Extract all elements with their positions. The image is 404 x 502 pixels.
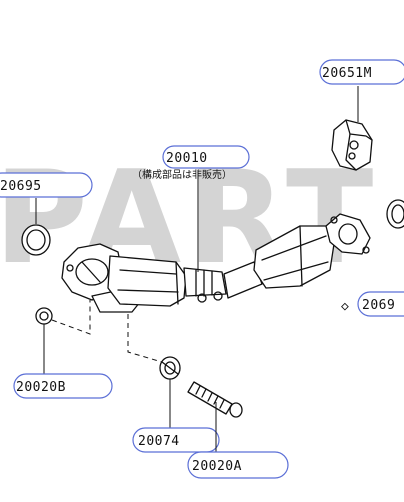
svg-text:20074: 20074 [138, 434, 180, 449]
callout-20074[interactable]: 20074 [132, 427, 220, 453]
spring-washer-part [159, 356, 181, 380]
svg-text:20020B: 20020B [16, 380, 66, 395]
callout-20020b[interactable]: 20020B [13, 373, 113, 399]
stud-bolt-part [187, 381, 243, 418]
gasket-left-part [21, 224, 51, 256]
svg-text:◇: ◇ [341, 299, 349, 314]
front-tube-assembly [61, 213, 371, 313]
callout-2069-right[interactable]: ◇ 2069 [341, 291, 404, 317]
mounting-rubber-part [331, 119, 373, 171]
callout-20010[interactable]: 20010 [162, 145, 250, 169]
callout-20695[interactable]: 20695 [0, 172, 93, 198]
callout-20020a[interactable]: 20020A [187, 451, 289, 479]
dashed-guide-20020b [51, 300, 91, 335]
callout-20010-note: （構成部品は非販売） [132, 168, 232, 181]
gasket-right-part [386, 199, 404, 229]
svg-text:2069: 2069 [362, 298, 395, 313]
svg-text:20651M: 20651M [322, 66, 372, 81]
svg-text:20010: 20010 [166, 151, 208, 166]
dashed-guide-20074 [127, 314, 163, 363]
nut-20020b-part [35, 307, 53, 325]
svg-text:20020A: 20020A [192, 459, 242, 474]
svg-text:20695: 20695 [0, 179, 42, 194]
callout-20651m[interactable]: 20651M [319, 59, 404, 85]
